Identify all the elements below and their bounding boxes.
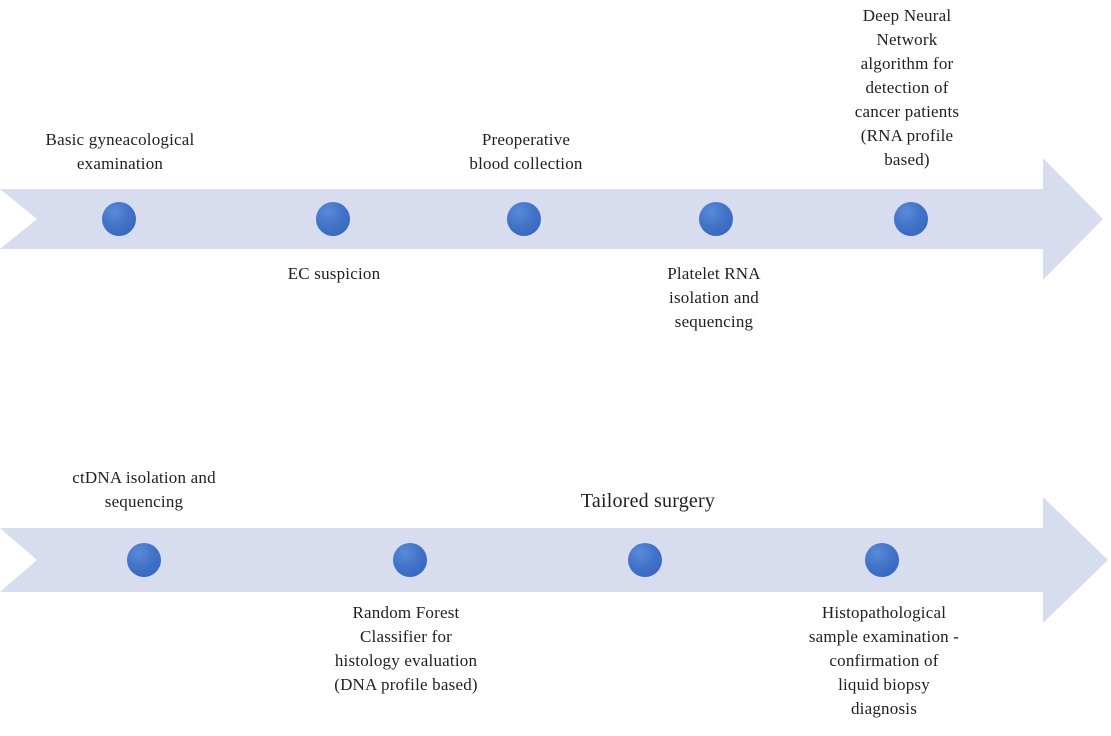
milestone-label-basic-gyneacological-examination: Basic gyneacological examination (45, 130, 195, 173)
milestone-label-platelet-rna-isolation: Platelet RNA isolation and sequencing (667, 264, 761, 331)
milestone-label-ec-suspicion: EC suspicion (287, 264, 381, 283)
milestone-label-tailored-surgery: Tailored surgery (580, 490, 716, 512)
right-arrow-shape (0, 158, 1103, 280)
milestone-dot (894, 202, 928, 236)
milestone-label-deep-neural-network: Deep Neural Network algorithm for detect… (854, 6, 960, 169)
milestone-label-preoperative-blood-collection: Preoperative blood collection (469, 130, 583, 173)
milestone-dot (127, 543, 161, 577)
milestone-dot (507, 202, 541, 236)
milestone-label-random-forest-classifier: Random Forest Classifier for histology e… (334, 603, 478, 694)
milestone-dot (865, 543, 899, 577)
milestone-dot (699, 202, 733, 236)
milestone-dot (102, 202, 136, 236)
right-arrow-shape (0, 497, 1108, 623)
milestone-dot (628, 543, 662, 577)
milestone-label-histopathological-examination: Histopathological sample examination - c… (808, 603, 960, 718)
milestone-dot (393, 543, 427, 577)
top-timeline-arrow (0, 158, 1103, 280)
milestone-label-ctdna-isolation: ctDNA isolation and sequencing (72, 468, 216, 511)
milestone-dot (316, 202, 350, 236)
bottom-timeline-arrow (0, 497, 1108, 623)
